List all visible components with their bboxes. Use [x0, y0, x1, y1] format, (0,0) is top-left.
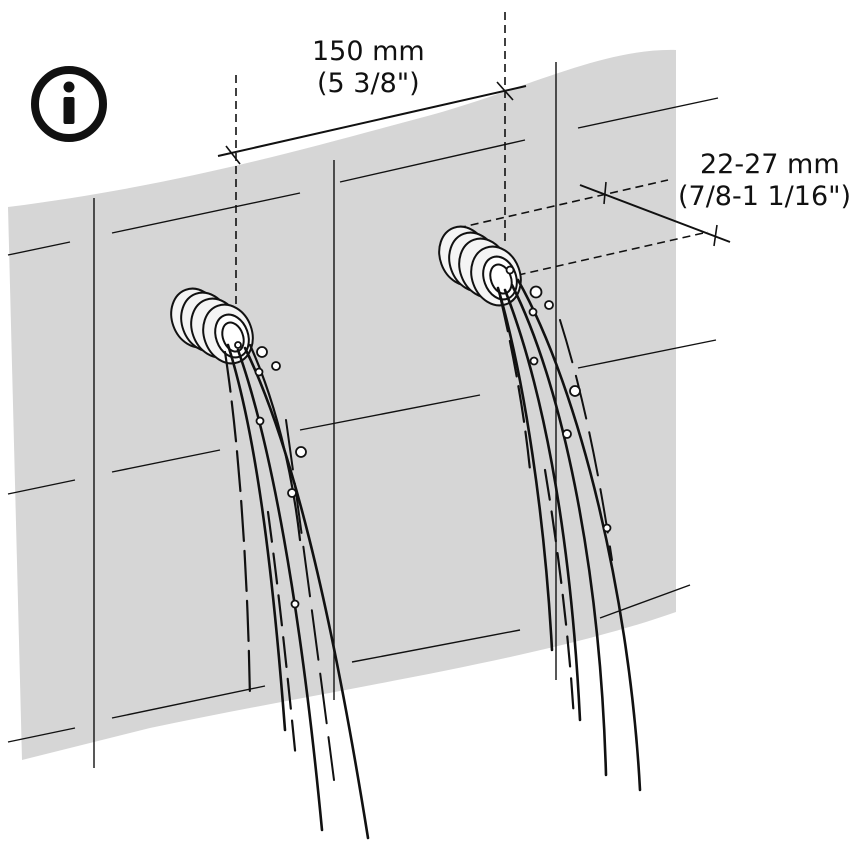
spacing-dimension-label: 150 mm (5 3/8") — [312, 36, 425, 100]
depth-metric: 22-27 mm — [700, 149, 840, 180]
spacing-imperial: (5 3/8") — [317, 68, 420, 99]
info-icon — [31, 66, 107, 142]
spacing-metric: 150 mm — [312, 36, 425, 67]
water-leak-left — [223, 343, 370, 840]
pipe-fitting-right — [438, 225, 522, 307]
pipe-fitting-left — [170, 287, 254, 365]
tiled-wall — [8, 49, 676, 761]
dimension-depth — [457, 179, 731, 279]
depth-imperial: (7/8-1 1/16") — [678, 181, 852, 212]
depth-dimension-label: 22-27 mm (7/8-1 1/16") — [678, 149, 851, 213]
water-droplets-left — [234, 341, 307, 609]
tile-grid — [7, 62, 719, 768]
water-droplets-right — [505, 265, 612, 533]
dimension-spacing — [217, 12, 527, 305]
